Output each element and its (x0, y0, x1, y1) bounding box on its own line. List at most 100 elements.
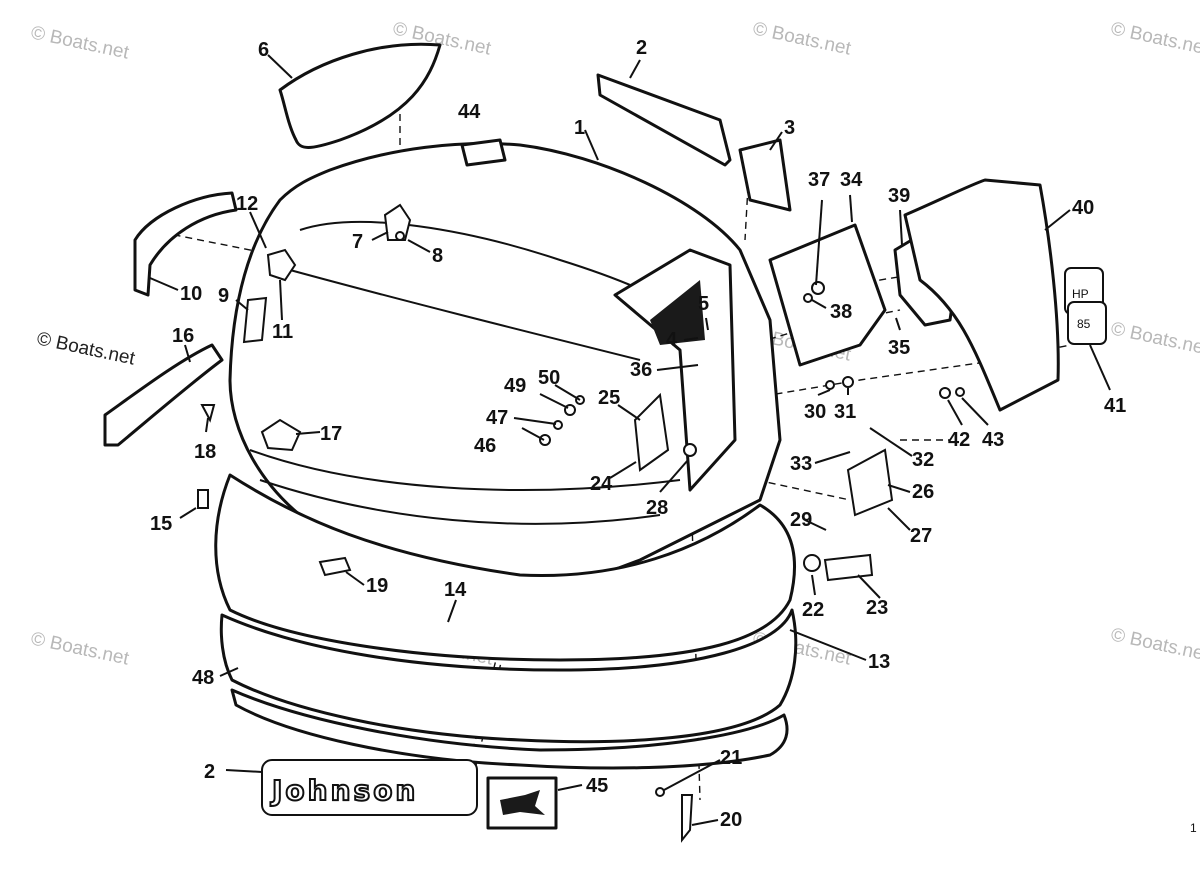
callout-39: 39 (888, 185, 910, 207)
watermark: © Boats.net (1109, 624, 1200, 665)
logo-backing (261, 759, 478, 816)
callout-30: 30 (804, 401, 826, 423)
watermark: © Boats.net (29, 628, 131, 669)
part-10-bracket (133, 191, 238, 297)
callout-10: 10 (180, 283, 202, 305)
part-21-screw (655, 787, 665, 797)
part-44-pad (460, 138, 507, 167)
callout-2: 2 (636, 37, 647, 59)
part-8-screw (395, 231, 405, 241)
callout-44: 44 (458, 101, 481, 123)
callout-50: 50 (538, 367, 560, 389)
part-20-latch (681, 794, 694, 843)
cowl-lower-edge (249, 449, 681, 491)
logo-text: Johnson (270, 774, 418, 807)
cowl-lower-edge (259, 479, 661, 525)
part-43-screw (955, 387, 965, 397)
callout-38: 38 (830, 301, 852, 323)
part-22-knob (803, 554, 821, 572)
callout-4: 4 (666, 329, 678, 351)
part-38-screw (803, 293, 813, 303)
callout-1: 1 (574, 117, 585, 139)
part-47-screw (553, 420, 563, 430)
callout-45: 45 (586, 775, 608, 797)
corner-mark: 1 (1190, 821, 1197, 835)
watermark: © Boats.net (29, 22, 131, 63)
callout-16: 16 (172, 325, 194, 347)
callout-47: 47 (486, 407, 508, 429)
part-25-bracket (633, 392, 670, 472)
callout-9: 9 (218, 285, 229, 307)
callout-29: 29 (790, 509, 812, 531)
callout-5: 5 (698, 293, 709, 315)
part-15-clip (197, 489, 209, 509)
callout-22: 22 (802, 599, 824, 621)
callout-28: 28 (646, 497, 668, 519)
callout-32: 32 (912, 449, 934, 471)
callout-7: 7 (352, 231, 363, 253)
callout-18: 18 (194, 441, 216, 463)
part-9-gasket (242, 296, 268, 344)
callout-31: 31 (834, 401, 856, 423)
cowl-side-opening (613, 248, 737, 492)
part-13-seal (219, 608, 798, 744)
part-14-lower-cowl (214, 473, 797, 662)
part-17-star-plate (260, 418, 302, 452)
watermark: © Boats.net (1109, 18, 1200, 59)
part-26-hinge (846, 448, 894, 517)
callout-13: 13 (868, 651, 890, 673)
part-11-star-plate (266, 248, 297, 282)
part-28-grommet (683, 443, 697, 457)
part-42-washer (939, 387, 951, 399)
callout-27: 27 (910, 525, 932, 547)
callout-12: 12 (236, 193, 258, 215)
callout-20: 20 (720, 809, 742, 831)
watermark-dark: © Boats.net (35, 328, 137, 369)
callout-35: 35 (888, 337, 910, 359)
emblem-mark (500, 790, 545, 815)
callout-24: 24 (590, 473, 613, 495)
callout-46: 46 (474, 435, 496, 457)
part-19-decal (318, 556, 352, 577)
callout-19: 19 (366, 575, 388, 597)
callout-41: 41 (1104, 395, 1126, 417)
part-2-johnson-decal: Johnson (261, 759, 478, 816)
callout-21: 21 (720, 747, 742, 769)
part-2-plate (596, 73, 732, 167)
callout-48: 48 (192, 667, 214, 689)
callouts: 1 2 3 6 44 7 8 12 10 9 11 16 18 17 15 19… (150, 37, 1126, 831)
callout-26: 26 (912, 481, 934, 503)
cowl-ridge (289, 269, 641, 361)
part-37-washer (811, 281, 825, 295)
cowl-opening-shadow (650, 280, 705, 345)
callout-34: 34 (840, 169, 863, 191)
callout-2b: 2 (204, 761, 215, 783)
part-30-screw (825, 380, 835, 390)
callout-15: 15 (150, 513, 172, 535)
part-3-bracket (738, 138, 792, 212)
part-7-star-plate (383, 203, 412, 241)
callout-49: 49 (504, 375, 526, 397)
callout-6: 6 (258, 39, 269, 61)
part-41-decal: HP 85 (1064, 267, 1107, 345)
part-45-emblem (486, 776, 558, 830)
watermark: © Boats.net (1109, 318, 1200, 359)
watermark: © Boats.net (751, 18, 853, 59)
decal-hp-label: HP (1072, 287, 1089, 301)
small-parts (197, 203, 965, 843)
part-23-lever (823, 553, 874, 582)
callout-17: 17 (320, 423, 342, 445)
callout-33: 33 (790, 453, 812, 475)
callout-3: 3 (784, 117, 795, 139)
callout-43: 43 (982, 429, 1004, 451)
part-16-strap (103, 343, 224, 447)
callout-leaders (149, 54, 1111, 826)
decal-85 (1067, 301, 1107, 345)
decal-85-label: 85 (1077, 317, 1091, 331)
part-31-washer (842, 376, 854, 388)
part-46-washer (539, 434, 551, 446)
callout-23: 23 (866, 597, 888, 619)
callout-42: 42 (948, 429, 970, 451)
callout-8: 8 (432, 245, 443, 267)
